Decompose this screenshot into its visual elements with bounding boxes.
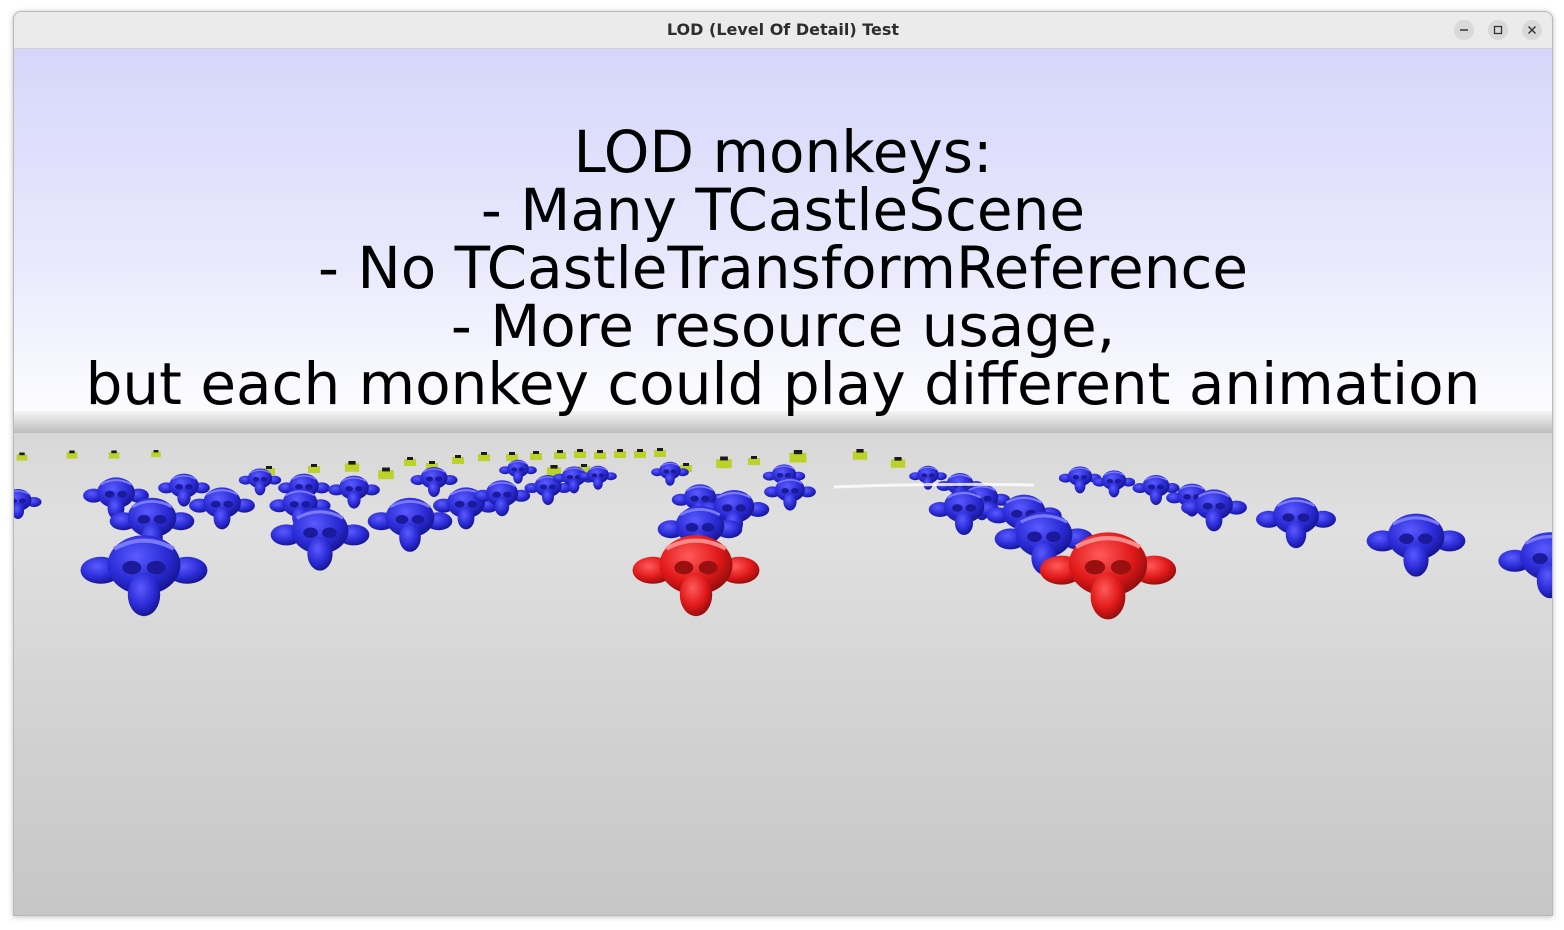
caption-line: - No TCastleTransformReference xyxy=(317,234,1249,302)
app-window: LOD (Level Of Detail) Test xyxy=(13,11,1553,916)
maximize-button[interactable] xyxy=(1488,20,1508,40)
close-button[interactable] xyxy=(1522,20,1542,40)
close-icon xyxy=(1528,26,1536,34)
title-bar[interactable]: LOD (Level Of Detail) Test xyxy=(14,12,1552,49)
horizon xyxy=(14,411,1552,435)
caption-line: but each monkey could play different ani… xyxy=(85,350,1481,418)
red-monkeys xyxy=(633,532,1177,619)
overlay-caption: LOD monkeys: - Many TCastleScene - No TC… xyxy=(14,123,1552,413)
ground-highlight xyxy=(833,482,1035,489)
caption-line: LOD monkeys: xyxy=(573,118,993,186)
caption-line: - Many TCastleScene xyxy=(480,176,1086,244)
minimize-icon xyxy=(1460,29,1468,31)
window-title: LOD (Level Of Detail) Test xyxy=(666,20,900,39)
caption-line: - More resource usage, xyxy=(450,292,1116,360)
3d-viewport[interactable]: LOD monkeys: - Many TCastleScene - No TC… xyxy=(14,49,1552,915)
sky-background xyxy=(14,49,1552,433)
minimize-button[interactable] xyxy=(1454,20,1474,40)
maximize-icon xyxy=(1493,25,1503,35)
monkey-scene xyxy=(14,448,1552,915)
blue-monkeys xyxy=(14,459,1552,616)
